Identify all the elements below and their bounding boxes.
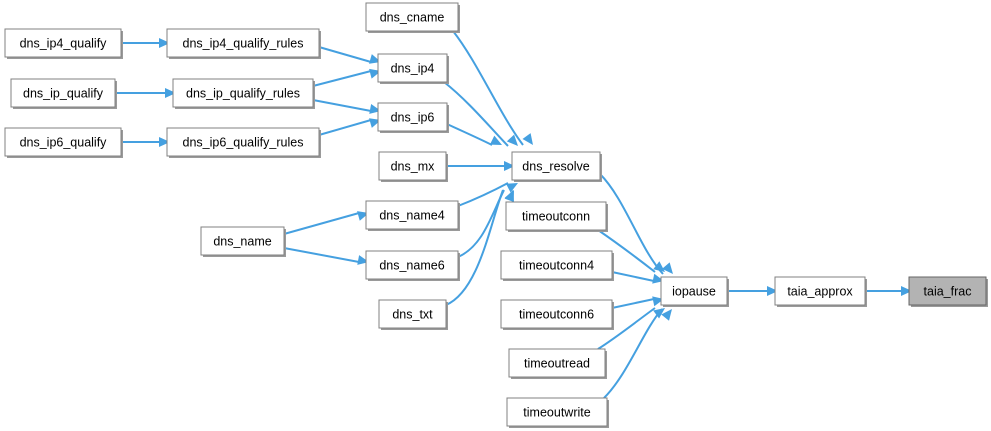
node-timeoutconn6[interactable]: timeoutconn6 xyxy=(500,299,614,330)
node-dns_resolve[interactable]: dns_resolve xyxy=(511,151,602,182)
edge-dns_ip4_qualify_rules-to-dns_ip4 xyxy=(318,46,381,64)
node-box[interactable] xyxy=(378,299,447,329)
arrowhead xyxy=(505,183,518,193)
node-box[interactable] xyxy=(511,151,601,181)
edge-dns_mx-to-dns_resolve xyxy=(446,161,515,171)
node-iopause[interactable]: iopause xyxy=(660,276,729,307)
node-dns_cname[interactable]: dns_cname xyxy=(365,2,460,33)
node-box[interactable] xyxy=(500,299,613,329)
node-box[interactable] xyxy=(500,250,613,280)
node-box[interactable] xyxy=(166,28,320,58)
node-dns_ip4[interactable]: dns_ip4 xyxy=(377,53,449,84)
node-dns_ip6[interactable]: dns_ip6 xyxy=(377,102,449,133)
arrowhead xyxy=(661,309,672,321)
edge-dns_name-to-dns_name6 xyxy=(283,247,369,265)
nodes-layer: dns_ip4_qualify dns_ip_qualify dns_ip6_qua… xyxy=(4,2,988,428)
edge-timeoutconn-to-iopause xyxy=(597,229,665,273)
edge-dns_ip4-to-dns_resolve xyxy=(443,81,518,147)
arrowhead xyxy=(506,134,518,146)
node-dns_ip4_qualify[interactable]: dns_ip4_qualify xyxy=(4,28,123,59)
node-box[interactable] xyxy=(774,276,866,306)
edge-dns_ip_qualify_rules-to-dns_ip4 xyxy=(312,68,381,87)
node-dns_ip4_qualify_rules[interactable]: dns_ip4_qualify_rules xyxy=(166,28,321,59)
edge-dns_ip6_qualify-to-dns_ip6_qualify_rules xyxy=(121,137,170,147)
node-timeoutread[interactable]: timeoutread xyxy=(508,348,607,379)
node-dns_txt[interactable]: dns_txt xyxy=(378,299,448,330)
node-box[interactable] xyxy=(908,276,987,306)
node-box[interactable] xyxy=(365,2,459,32)
arrowhead xyxy=(767,286,778,296)
node-dns_ip6_qualify[interactable]: dns_ip6_qualify xyxy=(4,127,123,158)
edge-dns_ip_qualify-to-dns_ip_qualify_rules xyxy=(115,88,176,98)
edge-timeoutwrite-to-iopause xyxy=(603,308,672,399)
edges-layer xyxy=(115,30,912,399)
node-box[interactable] xyxy=(365,200,459,230)
edge-dns_resolve-to-iopause xyxy=(599,173,673,275)
node-box[interactable] xyxy=(365,250,459,280)
arrowhead xyxy=(901,286,912,296)
node-dns_ip6_qualify_rules[interactable]: dns_ip6_qualify_rules xyxy=(166,127,321,158)
node-box[interactable] xyxy=(506,397,608,427)
node-box[interactable] xyxy=(172,78,314,108)
node-dns_name6[interactable]: dns_name6 xyxy=(365,250,460,281)
node-box[interactable] xyxy=(508,348,606,378)
node-box[interactable] xyxy=(377,53,448,83)
arrowhead xyxy=(159,137,170,147)
arrowhead xyxy=(504,161,515,171)
arrowhead xyxy=(159,38,170,48)
edge-dns_cname-to-dns_resolve xyxy=(452,30,533,146)
edge-dns_ip6_qualify_rules-to-dns_ip6 xyxy=(318,118,381,136)
arrowhead xyxy=(662,262,673,274)
node-box[interactable] xyxy=(4,28,122,58)
node-dns_mx[interactable]: dns_mx xyxy=(378,151,448,182)
edge-dns_ip_qualify_rules-to-dns_ip6 xyxy=(312,99,381,114)
arrowhead xyxy=(504,190,514,203)
node-dns_name4[interactable]: dns_name4 xyxy=(365,200,460,231)
edge-taia_approx-to-taia_frac xyxy=(865,286,912,296)
arrowhead xyxy=(653,261,665,272)
edge-dns_txt-to-dns_resolve xyxy=(445,189,514,306)
node-timeoutconn[interactable]: timeoutconn xyxy=(505,201,608,232)
arrowhead xyxy=(489,135,502,145)
node-box[interactable] xyxy=(505,201,607,231)
edge-dns_name4-to-dns_resolve xyxy=(457,182,518,207)
arrowhead xyxy=(522,133,533,145)
node-timeoutconn4[interactable]: timeoutconn4 xyxy=(500,250,614,281)
node-taia_frac[interactable]: taia_frac xyxy=(908,276,988,307)
node-dns_name[interactable]: dns_name xyxy=(200,226,286,257)
node-timeoutwrite[interactable]: timeoutwrite xyxy=(506,397,609,428)
edge-timeoutconn6-to-iopause xyxy=(611,296,664,309)
node-box[interactable] xyxy=(4,127,122,157)
node-dns_ip_qualify_rules[interactable]: dns_ip_qualify_rules xyxy=(172,78,315,109)
edge-timeoutconn4-to-iopause xyxy=(611,271,664,284)
node-box[interactable] xyxy=(200,226,285,256)
edge-dns_name-to-dns_name4 xyxy=(283,211,369,235)
node-dns_ip_qualify[interactable]: dns_ip_qualify xyxy=(10,78,117,109)
node-taia_approx[interactable]: taia_approx xyxy=(774,276,867,307)
edge-iopause-to-taia_approx xyxy=(727,286,778,296)
node-box[interactable] xyxy=(377,102,448,132)
edge-dns_ip6-to-dns_resolve xyxy=(446,123,502,146)
node-box[interactable] xyxy=(166,127,320,157)
arrowhead xyxy=(165,88,176,98)
node-box[interactable] xyxy=(378,151,447,181)
node-box[interactable] xyxy=(660,276,728,306)
edge-dns_ip4_qualify-to-dns_ip4_qualify_rules xyxy=(121,38,170,48)
node-box[interactable] xyxy=(10,78,116,108)
